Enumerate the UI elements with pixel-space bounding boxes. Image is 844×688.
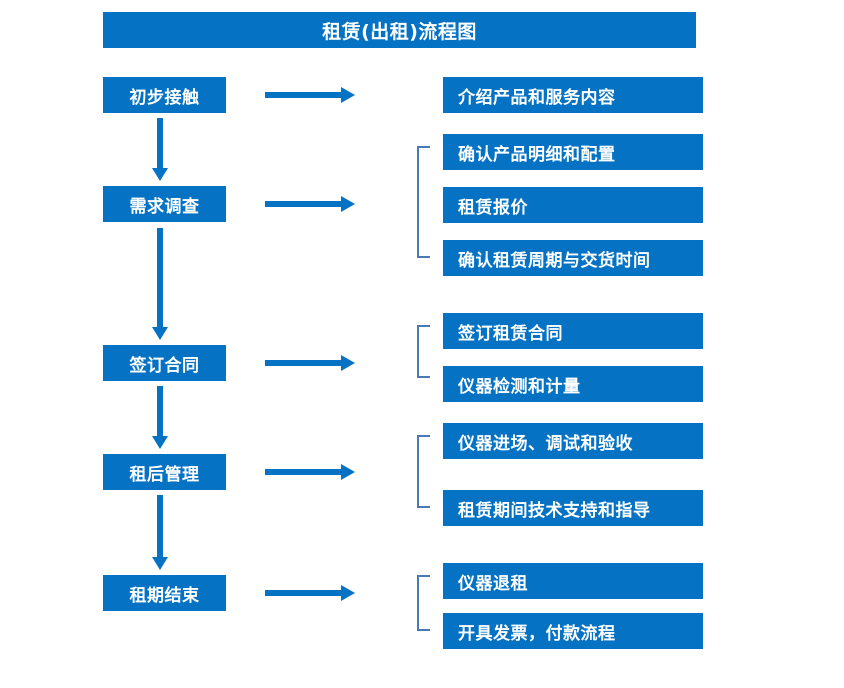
arrow-head-icon <box>341 464 355 480</box>
arrow-stem <box>265 469 343 475</box>
flow-arrow-down-4 <box>152 495 168 570</box>
group-bracket-3 <box>417 325 430 378</box>
stage-box-1[interactable]: 初步接触 <box>103 77 226 113</box>
link-arrow-right-4 <box>265 464 355 480</box>
arrow-head-icon <box>341 355 355 371</box>
link-arrow-right-2 <box>265 196 355 212</box>
arrow-stem <box>157 118 163 168</box>
arrow-head-icon <box>341 87 355 103</box>
link-arrow-right-3 <box>265 355 355 371</box>
arrow-head-icon <box>152 168 168 181</box>
flow-arrow-down-1 <box>152 118 168 181</box>
stage-box-3[interactable]: 签订合同 <box>103 345 226 381</box>
task-box-2[interactable]: 确认产品明细和配置 <box>443 134 703 170</box>
group-bracket-5 <box>417 575 430 631</box>
stage-box-4[interactable]: 租后管理 <box>103 454 226 490</box>
arrow-stem <box>157 228 163 327</box>
task-box-10[interactable]: 开具发票，付款流程 <box>443 613 703 649</box>
task-box-6[interactable]: 仪器检测和计量 <box>443 366 703 402</box>
task-box-1[interactable]: 介绍产品和服务内容 <box>443 77 703 113</box>
arrow-stem <box>157 495 163 557</box>
arrow-stem <box>265 92 343 98</box>
arrow-stem <box>157 386 163 436</box>
arrow-head-icon <box>152 436 168 449</box>
flow-arrow-down-2 <box>152 228 168 340</box>
arrow-head-icon <box>341 196 355 212</box>
arrow-head-icon <box>152 327 168 340</box>
arrow-stem <box>265 360 343 366</box>
arrow-stem <box>265 590 343 596</box>
task-box-5[interactable]: 签订租赁合同 <box>443 313 703 349</box>
link-arrow-right-1 <box>265 87 355 103</box>
task-box-8[interactable]: 租赁期间技术支持和指导 <box>443 490 703 526</box>
task-box-3[interactable]: 租赁报价 <box>443 187 703 223</box>
arrow-head-icon <box>152 557 168 570</box>
page-title: 租赁(出租)流程图 <box>103 12 696 48</box>
group-bracket-4 <box>417 435 430 508</box>
task-box-4[interactable]: 确认租赁周期与交货时间 <box>443 240 703 276</box>
group-bracket-2 <box>417 146 430 258</box>
arrow-stem <box>265 201 343 207</box>
stage-box-2[interactable]: 需求调查 <box>103 186 226 222</box>
arrow-head-icon <box>341 585 355 601</box>
task-box-7[interactable]: 仪器进场、调试和验收 <box>443 423 703 459</box>
stage-box-5[interactable]: 租期结束 <box>103 575 226 611</box>
task-box-9[interactable]: 仪器退租 <box>443 563 703 599</box>
flow-arrow-down-3 <box>152 386 168 449</box>
link-arrow-right-5 <box>265 585 355 601</box>
